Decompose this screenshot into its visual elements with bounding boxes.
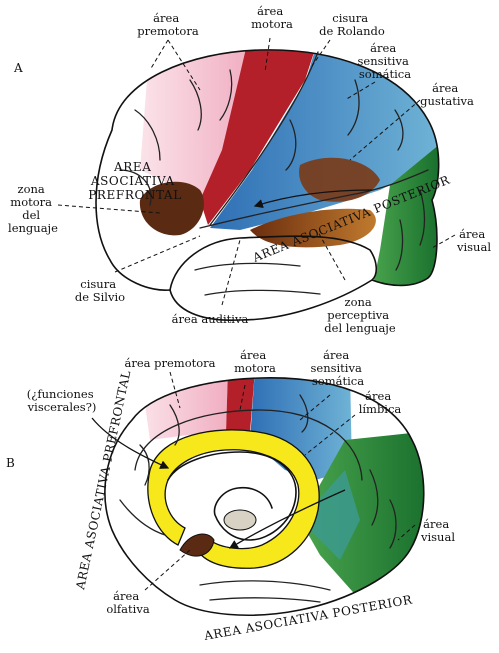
leader-motora-a bbox=[264, 37, 271, 73]
label-area-premotora-b: área premotora bbox=[124, 356, 215, 370]
label-area-motora-b: área motora bbox=[234, 348, 276, 375]
thalamus-b bbox=[223, 509, 257, 531]
label-area-sensitiva-b: área sensitiva somática bbox=[310, 348, 365, 388]
panel-a-letter: A bbox=[13, 61, 23, 75]
brain-outline-a bbox=[95, 49, 440, 321]
label-cisura-rolando: cisura de Rolando bbox=[319, 11, 385, 38]
leader-rolando bbox=[311, 39, 331, 67]
perceptive-language-zone-a bbox=[250, 208, 376, 248]
premotor-area-a bbox=[140, 49, 250, 200]
label-zona-motora-lenguaje: zona motora del lenguaje bbox=[8, 182, 58, 235]
leader-gustativa bbox=[349, 99, 421, 161]
panel-b: B área prem bbox=[6, 348, 455, 643]
cingulate-gyrus-b bbox=[134, 409, 363, 481]
gustatory-area-a bbox=[299, 157, 380, 202]
label-area-visual-a: área visual bbox=[456, 227, 491, 254]
label-funciones-viscerales: (¿funciones viscerales?) bbox=[27, 387, 98, 414]
label-cisura-silvio: cisura de Silvio bbox=[75, 277, 125, 304]
visual-area-a bbox=[370, 140, 439, 300]
arrow-posterior-limbic-b bbox=[228, 489, 346, 549]
panel-a: A bbox=[8, 4, 491, 335]
leader-premotora-a bbox=[149, 39, 169, 71]
leader-olfativa bbox=[144, 549, 191, 591]
label-area-motora-a: área motora bbox=[251, 4, 293, 31]
panel-a-areas bbox=[139, 49, 439, 300]
motor-area-b bbox=[226, 377, 255, 432]
panel-b-letter: B bbox=[6, 456, 15, 470]
posterior-teal-b bbox=[300, 470, 360, 560]
sensory-area-a bbox=[210, 49, 439, 230]
rolando-fissure-line bbox=[209, 51, 319, 226]
leader-perceptiva bbox=[317, 231, 346, 281]
label-area-auditiva: área auditiva bbox=[172, 312, 249, 326]
leader-visual-a bbox=[431, 234, 456, 249]
label-area-sensitiva-a: área sensitiva somática bbox=[357, 41, 412, 81]
brain-outline-b bbox=[104, 377, 425, 616]
motor-area-a bbox=[200, 49, 318, 225]
label-area-premotora-a: área premotora bbox=[137, 11, 199, 38]
label-area-visual-b: área visual bbox=[420, 517, 455, 544]
arrow-funciones-viscerales bbox=[91, 417, 170, 469]
leader-sensitiva-a bbox=[344, 81, 376, 101]
leader-limbica bbox=[304, 414, 356, 456]
sylvian-fissure-line bbox=[199, 169, 429, 229]
leader-motora-lenguaje bbox=[57, 204, 161, 214]
leader-motora-b bbox=[239, 384, 246, 411]
label-area-olfativa: área olfativa bbox=[106, 589, 150, 616]
premotor-area-b bbox=[140, 377, 228, 440]
arrow-prefrontal-posterior-a bbox=[253, 189, 373, 209]
leader-auditiva bbox=[221, 239, 241, 306]
corpus-callosum-b bbox=[167, 451, 297, 541]
leader-silvio bbox=[114, 235, 201, 273]
label-area-limbica: área límbica bbox=[359, 389, 402, 416]
olfactory-area-b bbox=[179, 533, 215, 557]
label-asociativa-prefrontal-a: AREA ASOCIATIVA PREFRONTAL bbox=[88, 160, 182, 202]
limbic-area-b bbox=[147, 429, 320, 569]
label-area-gustativa: área gustativa bbox=[420, 81, 474, 108]
label-zona-perceptiva: zona perceptiva del lenguaje bbox=[324, 295, 396, 335]
leader-premotora-b bbox=[169, 371, 181, 409]
temporal-lobe-a bbox=[169, 235, 378, 291]
leader-visual-b bbox=[397, 524, 416, 541]
motor-language-zone-a bbox=[139, 181, 204, 236]
